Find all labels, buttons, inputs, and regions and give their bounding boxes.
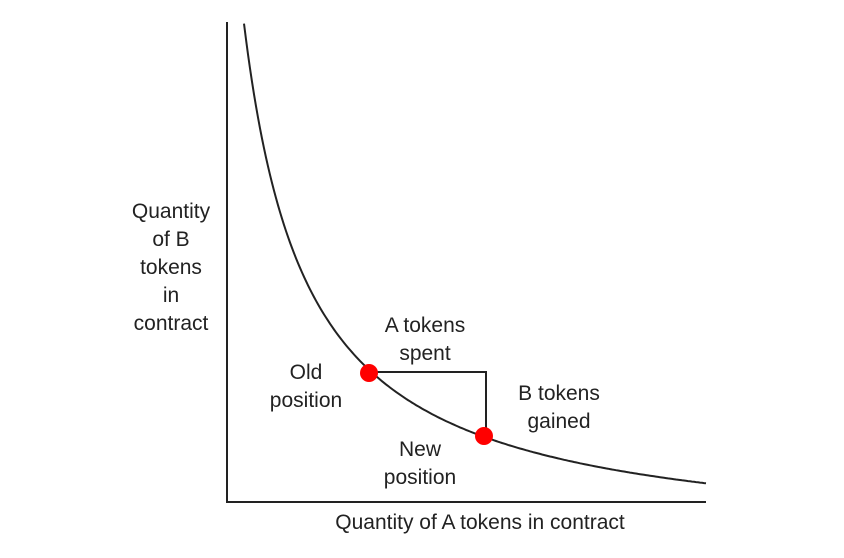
new-position-label: New position [383,438,457,489]
x-axis-label: Quantity of A tokens in contract [335,511,625,534]
a-tokens-spent-label: A tokens spent [384,314,466,365]
constant-product-curve [243,23,707,485]
b-tokens-gained-label: B tokens gained [518,382,600,433]
y-axis-label: Quantity of B tokens in contract [131,200,211,335]
old-position-label: Old position [269,361,343,412]
old-position-point [360,364,378,382]
trade-bracket [369,371,487,436]
new-position-point [475,427,493,445]
